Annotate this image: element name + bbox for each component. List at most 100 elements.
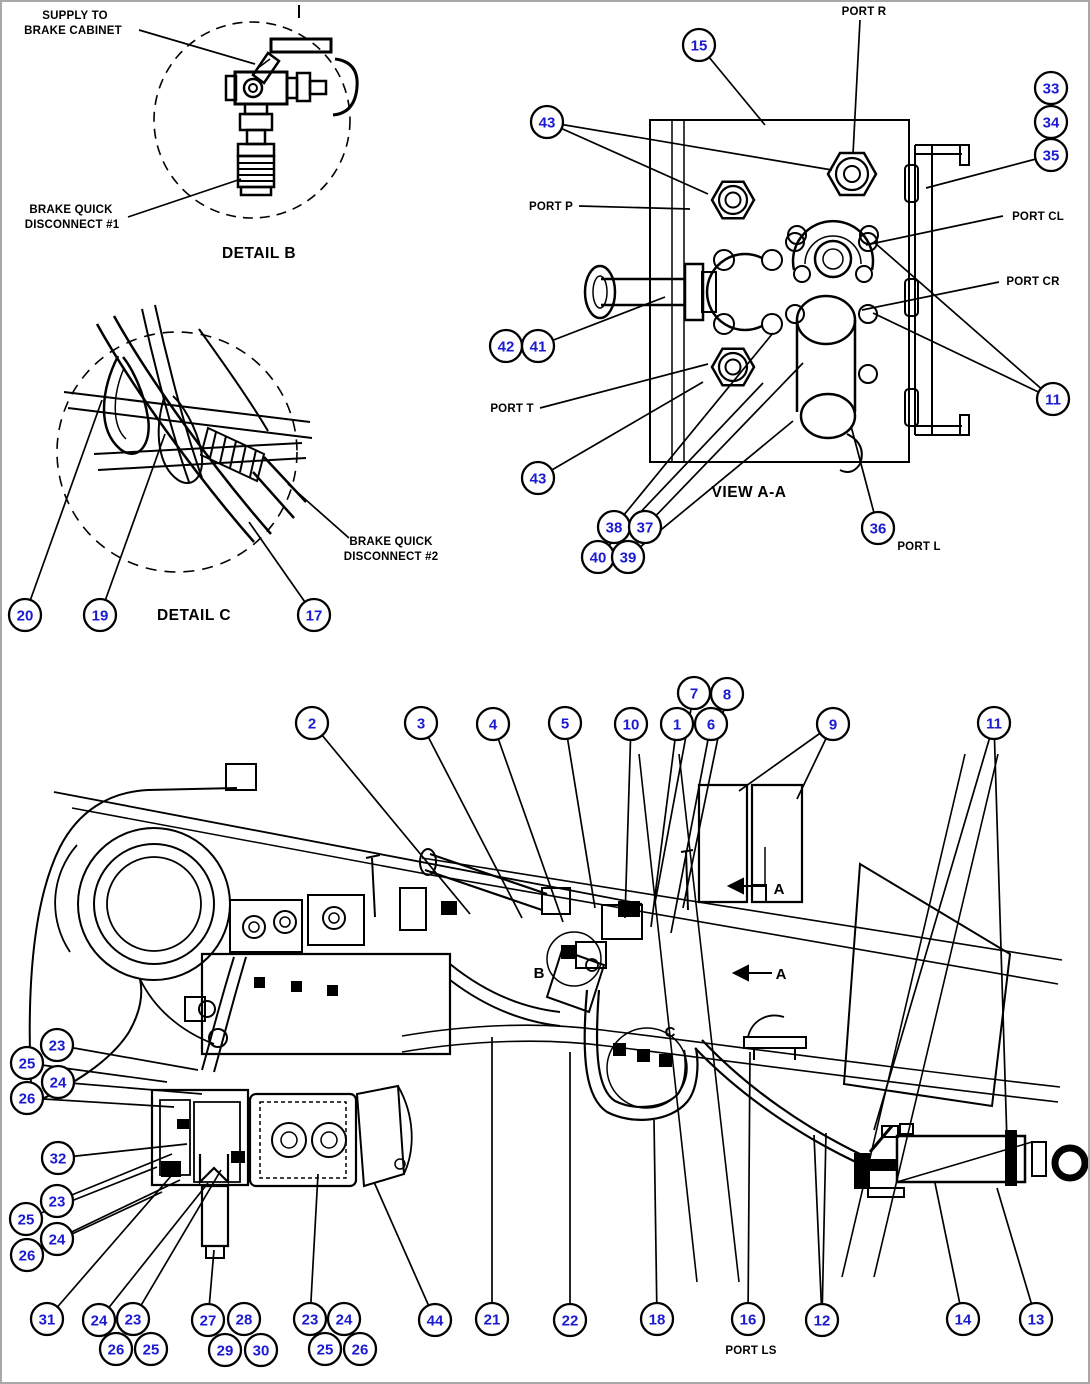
- leader-line: [538, 382, 703, 478]
- detail-b-art: [154, 5, 357, 218]
- callout-25: 25: [11, 1047, 43, 1079]
- callout-circle: [683, 29, 715, 61]
- callout-circle: [11, 1082, 43, 1114]
- detail-c-title: DETAIL C: [157, 607, 231, 624]
- leader-line: [547, 122, 708, 194]
- callout-number: 18: [649, 1312, 666, 1329]
- port-p-label: PORT P: [529, 201, 573, 213]
- callout-circle: [100, 1333, 132, 1365]
- leader-line: [57, 1180, 180, 1239]
- callout-number: 25: [18, 1212, 35, 1229]
- callout-number: 7: [690, 686, 698, 703]
- leader-line: [128, 179, 241, 217]
- section-b-letter: B: [534, 965, 545, 982]
- callout-23: 23: [41, 1185, 73, 1217]
- callout-number: 23: [302, 1312, 319, 1329]
- callout-circle: [806, 1304, 838, 1336]
- callout-circle: [41, 1029, 73, 1061]
- callout-circle: [554, 1304, 586, 1336]
- leader-line: [814, 1135, 822, 1320]
- callout-number: 25: [143, 1342, 160, 1359]
- callout-number: 11: [1045, 392, 1061, 409]
- callout-circle: [83, 1304, 115, 1336]
- callout-number: 24: [49, 1232, 66, 1249]
- callout-number: 44: [427, 1313, 444, 1330]
- leader-line: [997, 1188, 1036, 1319]
- callout-circle: [298, 599, 330, 631]
- callout-number: 24: [336, 1312, 353, 1329]
- callout-number: 6: [707, 717, 715, 734]
- callout-circle: [245, 1334, 277, 1366]
- boom-top-edge: [54, 792, 642, 904]
- callout-number: 26: [19, 1248, 36, 1265]
- callout-number: 35: [1043, 148, 1060, 165]
- leader-line: [671, 724, 711, 933]
- callout-circle: [296, 707, 328, 739]
- mount-plate-1: [699, 785, 747, 902]
- callout-circle: [531, 106, 563, 138]
- leader-line: [748, 1052, 750, 1319]
- callout-31: 31: [31, 1303, 63, 1335]
- port-ls-label: PORT LS: [725, 1345, 776, 1357]
- callout-5: 5: [549, 707, 581, 739]
- callout-number: 23: [125, 1312, 142, 1329]
- detail-c-art: [57, 305, 312, 572]
- label-bqd2-line1: BRAKE QUICK: [349, 536, 433, 548]
- leader-line: [565, 723, 595, 908]
- callout-number: 40: [590, 550, 607, 567]
- callout-16: 16: [732, 1303, 764, 1335]
- inlet-elbow: [585, 266, 615, 318]
- callout-42: 42: [490, 330, 522, 362]
- callout-circle: [11, 1239, 43, 1271]
- callout-number: 26: [352, 1342, 369, 1359]
- section-a-letter-1: A: [774, 881, 785, 898]
- callout-14: 14: [947, 1303, 979, 1335]
- leader-line: [100, 434, 165, 615]
- leader-line: [654, 1120, 657, 1319]
- callout-circle: [661, 708, 693, 740]
- callout-19: 19: [84, 599, 116, 631]
- section-b-region: [547, 902, 642, 986]
- callout-25: 25: [135, 1333, 167, 1365]
- leader-line: [699, 45, 765, 125]
- leader-line: [625, 724, 631, 918]
- callout-number: 39: [620, 550, 637, 567]
- callout-number: 23: [49, 1038, 66, 1055]
- callout-number: 42: [498, 339, 515, 356]
- callout-number: 26: [19, 1091, 36, 1108]
- callout-41: 41: [522, 330, 554, 362]
- leader-line: [25, 400, 102, 615]
- callout-circle: [711, 678, 743, 710]
- leader-line: [651, 724, 677, 927]
- callout-circle: [419, 1304, 451, 1336]
- callout-number: 24: [91, 1313, 108, 1330]
- callout-number: 5: [561, 716, 569, 733]
- leader-lines: [25, 20, 1053, 1320]
- callout-number: 32: [50, 1151, 67, 1168]
- leader-line: [27, 1098, 174, 1107]
- callout-circle: [42, 1142, 74, 1174]
- callout-number: 41: [530, 339, 547, 356]
- leader-line: [139, 30, 255, 64]
- callout-circle: [612, 541, 644, 573]
- port-cr-label: PORT CR: [1006, 276, 1060, 288]
- callout-23: 23: [294, 1303, 326, 1335]
- callout-circle: [695, 708, 727, 740]
- callout-circle: [117, 1303, 149, 1335]
- callout-number: 24: [50, 1075, 67, 1092]
- callout-21: 21: [476, 1303, 508, 1335]
- leader-line: [851, 426, 878, 528]
- callout-circle: [1035, 72, 1067, 104]
- leader-line: [374, 1182, 435, 1320]
- callout-circle: [84, 599, 116, 631]
- callout-circle: [477, 708, 509, 740]
- callout-24: 24: [42, 1066, 74, 1098]
- callout-number: 20: [17, 608, 34, 625]
- callout-29: 29: [209, 1334, 241, 1366]
- callout-number: 4: [489, 717, 498, 734]
- leader-line: [288, 484, 349, 538]
- callout-number: 11: [986, 716, 1002, 733]
